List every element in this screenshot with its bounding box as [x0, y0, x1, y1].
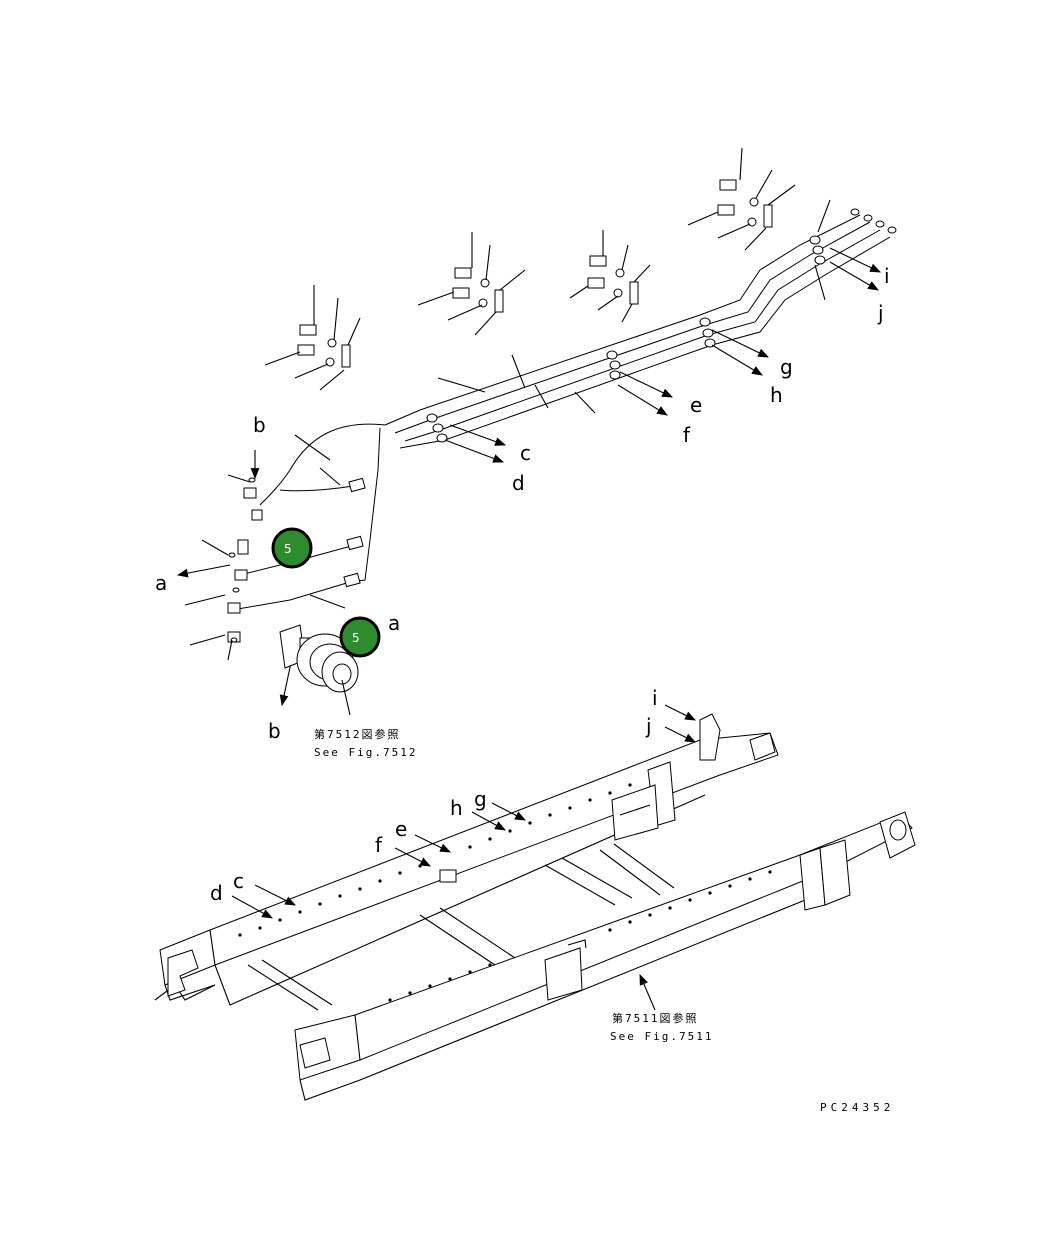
- callout-g-pipe: g: [780, 355, 793, 379]
- callout-j-frame: j: [645, 714, 652, 738]
- callout-b-bottom: b: [268, 719, 281, 743]
- callout-labels: a a b b c d e f g h i j i j g h e f c d: [155, 264, 890, 905]
- pump-unit: [279, 624, 359, 716]
- badge-label: 5: [284, 542, 292, 556]
- part-number-badge-1[interactable]: 5: [271, 527, 313, 569]
- callout-h-frame: h: [450, 796, 463, 820]
- callout-a-right: a: [388, 611, 400, 635]
- reference-note-7512: 第7512図参照 See Fig.7512: [314, 727, 417, 759]
- pipe-assembly: [176, 147, 897, 707]
- pipe-couplers: [426, 208, 897, 443]
- callout-e-frame: e: [395, 817, 407, 841]
- drawing-code: PC24352: [820, 1101, 894, 1114]
- badge-circle[interactable]: [339, 616, 381, 658]
- callout-c-frame: c: [233, 869, 244, 893]
- bracket-bolt-sets: [297, 179, 773, 368]
- direction-arrows: [176, 247, 881, 707]
- fig7512-jp-note: 第7512図参照: [314, 727, 401, 741]
- fig7511-en-note: See Fig.7511: [610, 1030, 713, 1043]
- callout-d-frame: d: [210, 881, 223, 905]
- fig7512-en-note: See Fig.7512: [314, 746, 417, 759]
- callout-i-frame: i: [652, 686, 658, 710]
- callout-a-left: a: [155, 571, 167, 595]
- part-number-badge-2[interactable]: 5: [339, 616, 381, 658]
- frame-arrows: [231, 704, 696, 919]
- lower-rail-holes: [388, 870, 772, 1002]
- rail-holes: [238, 783, 632, 937]
- fig7511-jp-note: 第7511図参照: [612, 1011, 699, 1025]
- callout-c-pipe: c: [520, 441, 531, 465]
- callout-g-frame: g: [474, 787, 487, 811]
- reference-note-7511: 第7511図参照 See Fig.7511: [610, 973, 713, 1043]
- badge-circle[interactable]: [271, 527, 313, 569]
- callout-f-frame: f: [375, 833, 383, 857]
- callout-d-pipe: d: [512, 471, 525, 495]
- chassis-frame: [154, 713, 916, 1101]
- badge-label: 5: [352, 631, 360, 645]
- callout-j-pipe: j: [877, 301, 884, 325]
- callout-e-pipe: e: [690, 393, 702, 417]
- callout-b-top: b: [253, 413, 266, 437]
- callout-f-pipe: f: [683, 423, 691, 447]
- callout-i-pipe: i: [884, 264, 890, 288]
- callout-h-pipe: h: [770, 383, 783, 407]
- leader-lines: [184, 147, 831, 661]
